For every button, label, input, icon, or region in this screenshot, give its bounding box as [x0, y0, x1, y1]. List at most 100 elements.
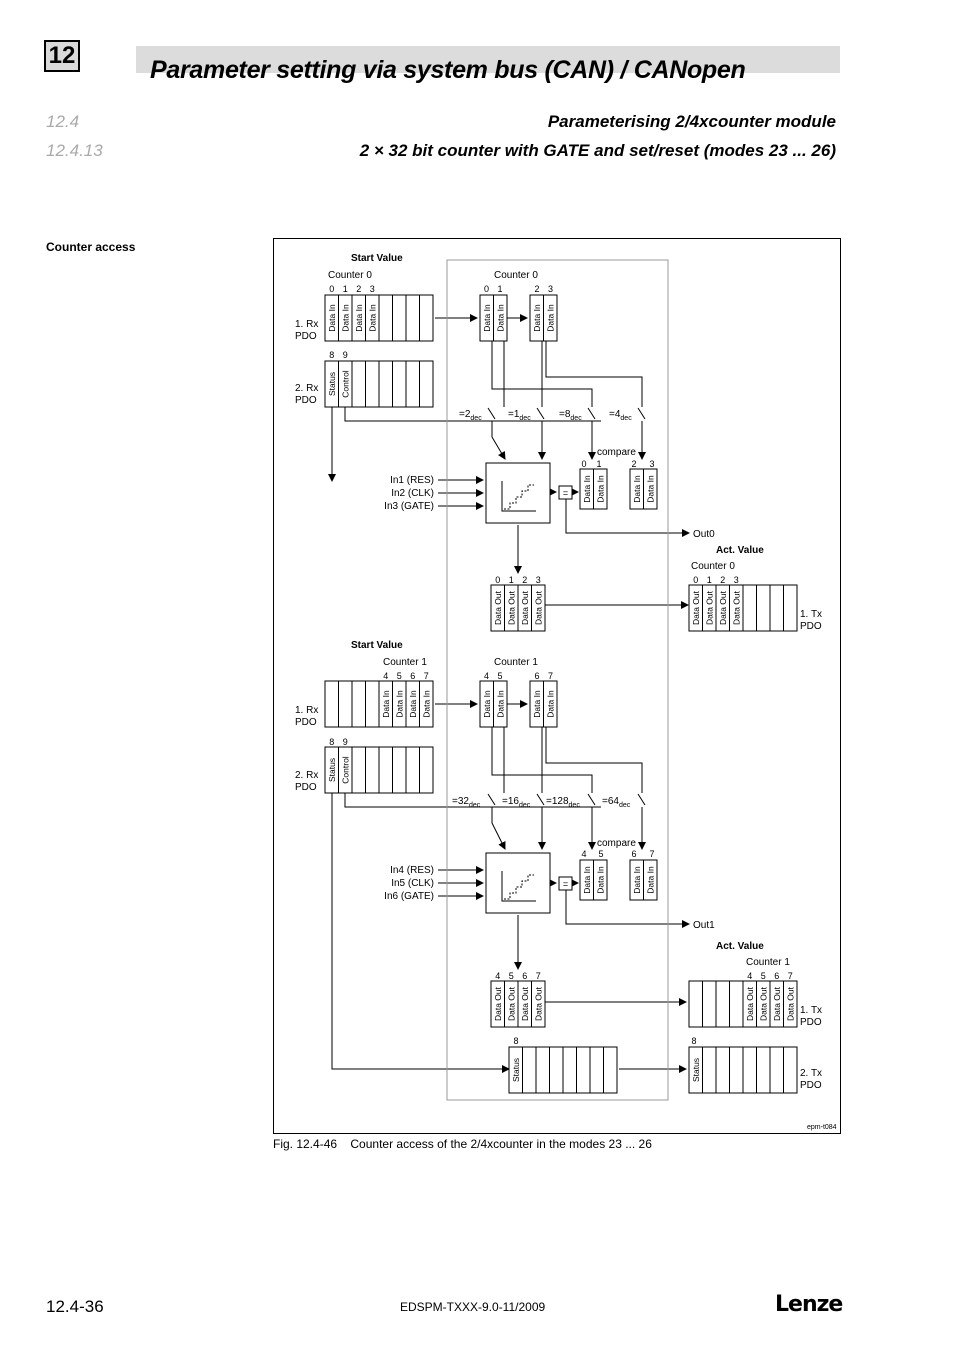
- figure-caption-text: Counter access of the 2/4xcounter in the…: [350, 1137, 652, 1151]
- switch-value: =2: [459, 409, 471, 420]
- cell-label: Data Out: [493, 590, 503, 625]
- cell-label: Data Out: [691, 590, 701, 625]
- byte-index: 4: [581, 849, 586, 859]
- switch-value: =64: [602, 796, 619, 807]
- cell-label: Data Out: [506, 590, 516, 625]
- byte-index: 1: [596, 459, 601, 469]
- start-value-low: [479, 680, 508, 728]
- cell-label: Status: [327, 372, 337, 396]
- switch-label: =64dec: [602, 796, 631, 809]
- byte-index: 3: [536, 575, 541, 585]
- byte-index: 8: [513, 1036, 518, 1046]
- compare-low: [579, 859, 608, 901]
- pdo-label: 1. Tx: [800, 1005, 822, 1016]
- byte-index: 5: [761, 971, 766, 981]
- pdo-label: 2. Rx: [295, 770, 318, 781]
- cell-label: Data In: [582, 866, 592, 894]
- start-value-high: [529, 680, 558, 728]
- pdo-label: PDO: [295, 331, 317, 342]
- byte-index: 0: [329, 284, 334, 294]
- pdo-label: 2. Tx: [800, 1068, 822, 1079]
- rx1-pdo-block: [324, 294, 434, 342]
- byte-index: 2: [356, 284, 361, 294]
- cell-label: Data In: [354, 304, 364, 332]
- counter-label: Counter 1: [746, 957, 790, 968]
- byte-index: 2: [522, 575, 527, 585]
- cell-label: Data In: [645, 475, 655, 503]
- rx2-pdo-block: [324, 746, 434, 794]
- byte-index: 4: [383, 671, 388, 681]
- tx2-pdo-block: [688, 1046, 798, 1094]
- cell-label: Data Out: [520, 986, 530, 1021]
- byte-index: 1: [707, 575, 712, 585]
- cell-label: Data Out: [718, 590, 728, 625]
- cell-label: Status: [691, 1058, 701, 1082]
- counter-label: Counter 1: [383, 657, 427, 668]
- pdo-label: PDO: [800, 621, 822, 632]
- byte-index: 3: [548, 284, 553, 294]
- byte-index: 6: [631, 849, 636, 859]
- counter-label: Counter 0: [494, 270, 538, 281]
- switch-contact: [487, 793, 496, 806]
- compare-low: [579, 468, 608, 510]
- section-number: 12.4: [46, 112, 80, 131]
- byte-index: 4: [495, 971, 500, 981]
- byte-index: 3: [370, 284, 375, 294]
- pdo-label: 1. Rx: [295, 705, 318, 716]
- cell-label: Data In: [595, 866, 605, 894]
- byte-index: 0: [495, 575, 500, 585]
- switch-label: =128dec: [546, 796, 580, 809]
- figure-reference: epm-t084: [807, 1124, 837, 1131]
- switch-contact: [587, 793, 596, 806]
- cell-label: Data Out: [533, 590, 543, 625]
- title-bar: [136, 46, 840, 73]
- cell-label: Data In: [367, 304, 377, 332]
- pdo-label: 1. Tx: [800, 609, 822, 620]
- connector-line: [491, 807, 506, 850]
- switch-contact: [536, 407, 545, 420]
- byte-index: 1: [343, 284, 348, 294]
- byte-index: 7: [788, 971, 793, 981]
- connector-line: [565, 890, 690, 928]
- counter-step-symbol: [504, 874, 534, 900]
- compare-high: [629, 859, 658, 901]
- compare-label: compare: [597, 447, 636, 458]
- pdo-label: PDO: [295, 782, 317, 793]
- compare-label: compare: [597, 838, 636, 849]
- subsection-title: 2 × 32 bit counter with GATE and set/res…: [359, 141, 836, 160]
- byte-index: 0: [693, 575, 698, 585]
- connector-line: [565, 499, 690, 537]
- act-value-block: [490, 980, 546, 1028]
- counter-axis: [501, 871, 536, 902]
- pdo-label: PDO: [800, 1080, 822, 1091]
- status-block: [508, 1046, 618, 1094]
- start-value-high: [529, 294, 558, 342]
- byte-index: 6: [522, 971, 527, 981]
- cell-label: Data In: [495, 690, 505, 718]
- byte-index: 8: [691, 1036, 696, 1046]
- switch-contact: [637, 407, 646, 420]
- cell-label: Data Out: [731, 590, 741, 625]
- cell-label: Data In: [482, 690, 492, 718]
- switch-contact: [587, 407, 596, 420]
- cell-label: Data In: [394, 690, 404, 718]
- cell-label: Data In: [632, 475, 642, 503]
- cell-label: Data In: [645, 866, 655, 894]
- switch-label: =32dec: [452, 796, 481, 809]
- counter-label: Counter 0: [328, 270, 372, 281]
- pdo-label: PDO: [295, 717, 317, 728]
- byte-index: 7: [424, 671, 429, 681]
- switch-label: =1dec: [508, 409, 531, 422]
- byte-index: 4: [484, 671, 489, 681]
- cell-label: Data Out: [785, 986, 795, 1021]
- pdo-label: PDO: [800, 1017, 822, 1028]
- pdo-label: 2. Rx: [295, 383, 318, 394]
- switch-contact: [487, 407, 496, 420]
- connector-line: [344, 793, 601, 808]
- byte-index: 2: [631, 459, 636, 469]
- byte-index: 3: [734, 575, 739, 585]
- switch-unit: dec: [470, 415, 482, 422]
- byte-index: 6: [410, 671, 415, 681]
- subsection-number: 12.4.13: [46, 141, 103, 160]
- module-frame: [446, 259, 669, 1101]
